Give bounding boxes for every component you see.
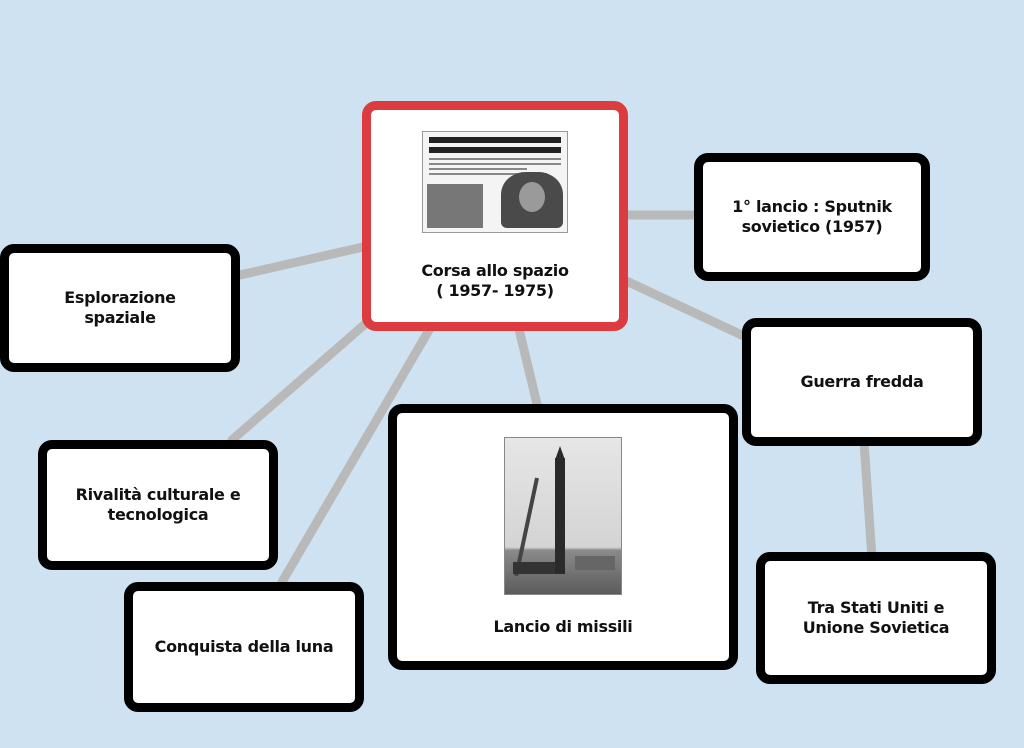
connector-missili [513,320,543,413]
node-label: 1° lancio : Sputnik sovietico (1957) [732,197,892,236]
connector-guerra [615,273,753,343]
node-lancio-di-missili[interactable]: Lancio di missili [388,404,738,670]
node-label: Conquista della luna [154,637,334,656]
central-node-corsa-allo-spazio[interactable]: Corsa allo spazio ( 1957- 1975) [362,101,628,331]
node-label: Tra Stati Uniti e Unione Sovietica [802,598,950,637]
connector-esplorazione [235,240,377,280]
connector-stati [859,437,877,563]
central-node-label: Corsa allo spazio ( 1957- 1975) [421,261,569,300]
node-label: Guerra fredda [800,372,924,391]
connector-luna [277,320,437,587]
connector-rivalita [227,313,377,445]
node-stati-uniti-unione-sovietica[interactable]: Tra Stati Uniti e Unione Sovietica [756,552,996,684]
newspaper-image [422,131,568,233]
node-label: Lancio di missili [493,617,633,636]
node-sputnik[interactable]: 1° lancio : Sputnik sovietico (1957) [694,153,930,281]
rocket-launch-image [504,437,622,595]
node-esplorazione-spaziale[interactable]: Esplorazione spaziale [0,244,240,372]
node-label: Rivalità culturale e tecnologica [75,485,241,524]
node-guerra-fredda[interactable]: Guerra fredda [742,318,982,446]
node-label: Esplorazione spaziale [64,288,176,327]
node-rivalita-culturale[interactable]: Rivalità culturale e tecnologica [38,440,278,570]
node-conquista-della-luna[interactable]: Conquista della luna [124,582,364,712]
